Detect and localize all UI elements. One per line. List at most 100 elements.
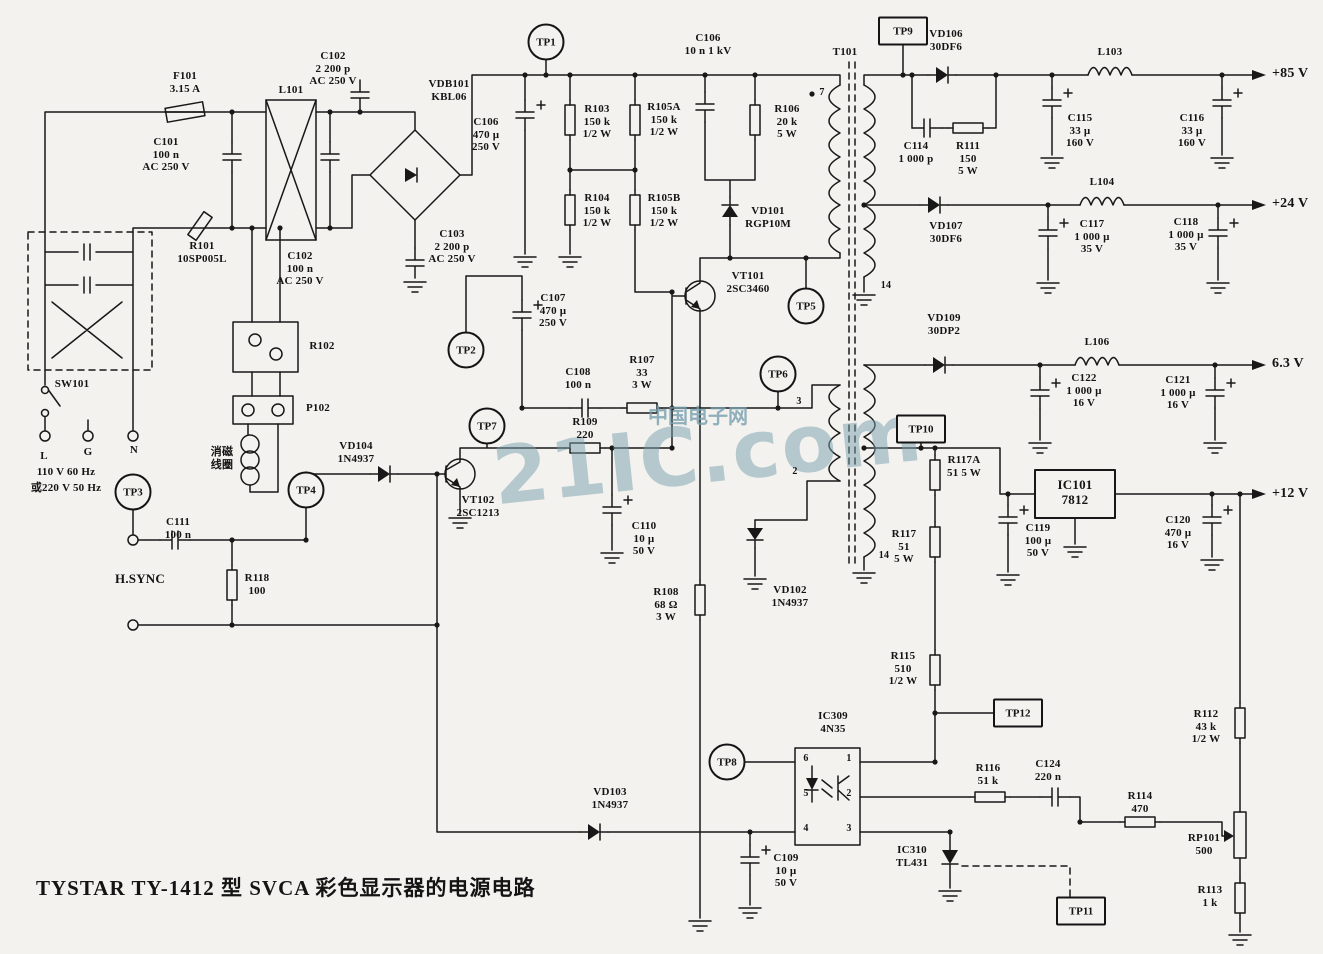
r115-symbol (929, 649, 941, 691)
tp2-marker: TP2 (447, 331, 485, 369)
r115-label: R115 510 1/2 W (888, 650, 918, 688)
sw101-label: SW101 (54, 378, 90, 390)
ic310-label: IC310 TL431 (895, 844, 929, 869)
vd102-symbol (746, 519, 764, 549)
tp4-marker: TP4 (287, 471, 325, 509)
c109-symbol (740, 844, 771, 876)
r101-label: R101 10SP005L (177, 240, 227, 265)
c103-label: C103 2 200 p AC 250 V (428, 228, 476, 266)
r118-symbol (226, 564, 238, 606)
c116-symbol (1212, 87, 1243, 119)
pin7-label: 7 (819, 87, 825, 98)
c102b-label: C102 100 n AC 250 V (276, 250, 324, 288)
v12-label: +12 V (1272, 486, 1309, 501)
c110-label: C110 10 µ 50 V (631, 520, 657, 558)
c115-label: C115 33 µ 160 V (1066, 112, 1094, 150)
c107-symbol (512, 299, 543, 331)
sync-terminal-1 (127, 534, 139, 546)
tp9-marker: TP9 (878, 16, 928, 46)
pin5-label: 5 (803, 788, 809, 799)
vdb101-label: VDB101 KBL06 (428, 78, 470, 103)
l103-label: L103 (1097, 46, 1123, 58)
c118-symbol (1208, 217, 1239, 249)
bridge-rectifier-vdb101-symbol (369, 129, 461, 221)
l103-symbol (1087, 66, 1133, 76)
v24-label: +24 V (1272, 196, 1309, 211)
vd106-symbol (927, 66, 957, 84)
l106-symbol (1074, 356, 1120, 366)
r108-symbol (694, 579, 706, 621)
r114-label: R114 470 (1127, 790, 1153, 815)
c102b-symbol (320, 141, 340, 173)
tp1-marker: TP1 (527, 23, 565, 61)
f101-label: F101 3.15 A (169, 70, 201, 95)
r117a-symbol (929, 454, 941, 496)
ic309-label: IC309 4N35 (818, 710, 848, 735)
regulator-ic101-symbol (1034, 469, 1116, 519)
r116-label: R116 51 k (975, 762, 1001, 787)
r112-label: R112 43 k 1/2 W (1191, 708, 1221, 746)
vd104-label: VD104 1N4937 (337, 440, 375, 465)
dashed-elements (27, 61, 1071, 899)
terminal-l (39, 430, 51, 442)
terminal-n-label: N (129, 444, 139, 456)
vd101-symbol (721, 196, 739, 226)
mains1-label: 110 V 60 Hz (36, 466, 96, 478)
c101-label: C101 100 n AC 250 V (142, 136, 190, 174)
optocoupler-ic309-symbol (794, 747, 861, 846)
v85-label: +85 V (1272, 66, 1309, 81)
c124-label: C124 220 n (1034, 758, 1062, 783)
r111-label: R111 150 5 W (955, 140, 981, 178)
pin14a-label: 14 (880, 280, 892, 291)
r113-label: R113 1 k (1197, 884, 1223, 909)
c106b-symbol (695, 91, 715, 123)
degauss-label: 消磁 线圈 (210, 446, 234, 471)
vd109-label: VD109 30DP2 (927, 312, 961, 337)
tp7-marker: TP7 (468, 407, 506, 445)
tp10-marker: TP10 (896, 414, 946, 444)
c108-label: C108 100 n (564, 366, 592, 391)
c121-symbol (1205, 377, 1236, 409)
rail-arrows (1252, 70, 1266, 499)
l101-label: L101 (278, 84, 304, 96)
c117-label: C117 1 000 µ 35 V (1074, 218, 1110, 256)
c116-label: C116 33 µ 160 V (1178, 112, 1206, 150)
r113-symbol (1234, 877, 1246, 919)
r105b-symbol (629, 189, 641, 231)
hsync-terminal (127, 619, 139, 631)
potentiometer-rp101-symbol (1224, 811, 1247, 859)
connector-p102-symbol (232, 395, 294, 425)
terminal-g-label: G (83, 446, 93, 458)
transformer-t101-symbol (828, 84, 876, 558)
vt102-label: VT102 2SC1213 (456, 494, 500, 519)
c106b-label: C106 10 n 1 kV (684, 32, 732, 57)
pin3b-label: 3 (846, 823, 852, 834)
transistor-vt102-symbol (444, 458, 476, 490)
r103-label: R103 150 k 1/2 W (582, 103, 612, 141)
pin14b-label: 14 (878, 550, 890, 561)
tp6-marker: TP6 (759, 355, 797, 393)
c102a-label: C102 2 200 p AC 250 V (309, 50, 357, 88)
c119-label: C119 100 µ 50 V (1024, 522, 1052, 560)
vt101-label: VT101 2SC3460 (726, 270, 770, 295)
c106a-symbol (515, 99, 546, 131)
c119-symbol (998, 504, 1029, 536)
v63-label: 6.3 V (1272, 356, 1304, 371)
r117a-label: R117A 51 5 W (946, 454, 982, 479)
vd109-symbol (924, 356, 954, 374)
vd107-symbol (919, 196, 949, 214)
vd104-symbol (369, 465, 399, 483)
r106-label: R106 20 k 5 W (774, 103, 800, 141)
r107-label: R107 33 3 W (629, 354, 655, 392)
c122-symbol (1030, 377, 1061, 409)
transistor-vt101-symbol (684, 280, 716, 312)
r104-label: R104 150 k 1/2 W (582, 192, 612, 230)
mains2-label: 或220 V 50 Hz (30, 482, 102, 494)
pin2-label: 2 (792, 466, 798, 477)
r105b-label: R105B 150 k 1/2 W (647, 192, 681, 230)
vd103-symbol (579, 823, 609, 841)
tp3-marker: TP3 (114, 473, 152, 511)
pin2b-label: 2 (846, 788, 852, 799)
r114-symbol (1119, 816, 1161, 828)
c107-label: C107 470 µ 250 V (539, 292, 567, 330)
